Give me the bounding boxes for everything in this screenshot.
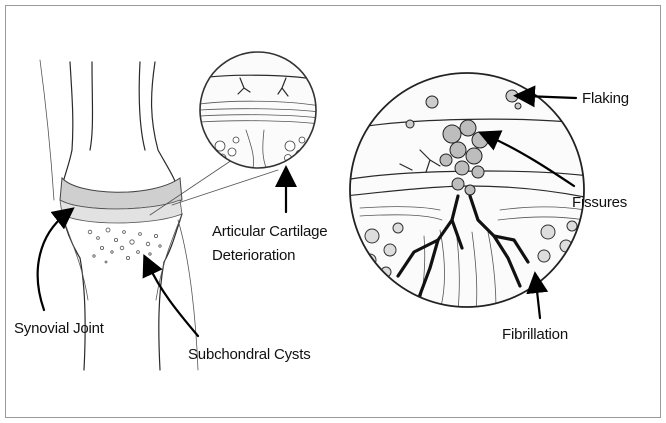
subchondral-cysts-arrow	[148, 264, 198, 336]
label-fibrillation: Fibrillation	[502, 326, 568, 343]
label-subchondral-cysts: Subchondral Cysts	[188, 346, 311, 363]
synovial-joint-arrow	[38, 214, 66, 310]
label-synovial-joint: Synovial Joint	[14, 320, 105, 337]
label-articular-cartilage: Articular Cartilage	[212, 223, 327, 240]
cartilage-magnifier-large	[345, 73, 590, 310]
label-fissures: Fissures	[572, 194, 627, 211]
label-deterioration: Deterioration	[212, 247, 295, 264]
subchondral-cyst-dots	[88, 228, 161, 263]
fibrillation-arrow	[536, 282, 540, 318]
magnifier-leader-upper	[172, 170, 278, 205]
label-flaking: Flaking	[582, 90, 629, 107]
cartilage-magnifier-small	[200, 52, 320, 172]
